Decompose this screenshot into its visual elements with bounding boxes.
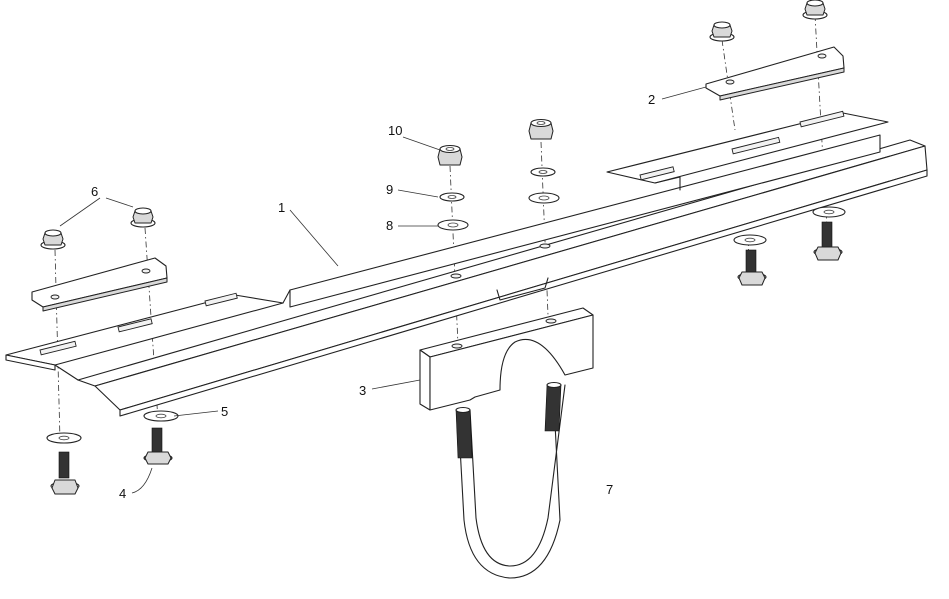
saddle-bracket-part-3 <box>419 307 594 411</box>
callout-9: 9 <box>386 182 393 197</box>
flange-nut-icon <box>130 207 156 228</box>
centre-fasteners <box>437 118 560 231</box>
main-rail-part-1 <box>5 110 928 417</box>
flat-washer-icon <box>437 192 560 231</box>
flange-bolt-icon <box>143 427 173 465</box>
callout-2: 2 <box>648 92 655 107</box>
hex-nut-icon <box>437 144 463 166</box>
lock-washer-icon <box>439 167 556 202</box>
clamp-strip-part-6 <box>31 257 168 312</box>
callout-7: 7 <box>606 482 613 497</box>
callout-1: 1 <box>278 200 285 215</box>
flange-bolt-icon <box>737 249 767 286</box>
leader-lines <box>59 86 707 494</box>
flange-nut-icon <box>802 0 828 20</box>
u-bolt-part-7 <box>455 381 566 579</box>
callout-3: 3 <box>359 383 366 398</box>
flange-nut-icon <box>40 229 66 250</box>
flange-nuts <box>40 0 828 250</box>
flange-bolt-icon <box>813 221 843 261</box>
hex-nut-icon <box>528 118 554 140</box>
flange-bolt-icon <box>50 451 80 495</box>
clamp-strip-part-2 <box>705 46 845 101</box>
callout-5: 5 <box>221 404 228 419</box>
callout-labels: 1 2 3 4 5 6 7 8 9 10 <box>91 92 655 501</box>
lower-fasteners <box>46 206 846 495</box>
callout-6: 6 <box>91 184 98 199</box>
flange-nut-icon <box>709 21 735 42</box>
callout-4: 4 <box>119 486 126 501</box>
callout-10: 10 <box>388 123 402 138</box>
callout-8: 8 <box>386 218 393 233</box>
